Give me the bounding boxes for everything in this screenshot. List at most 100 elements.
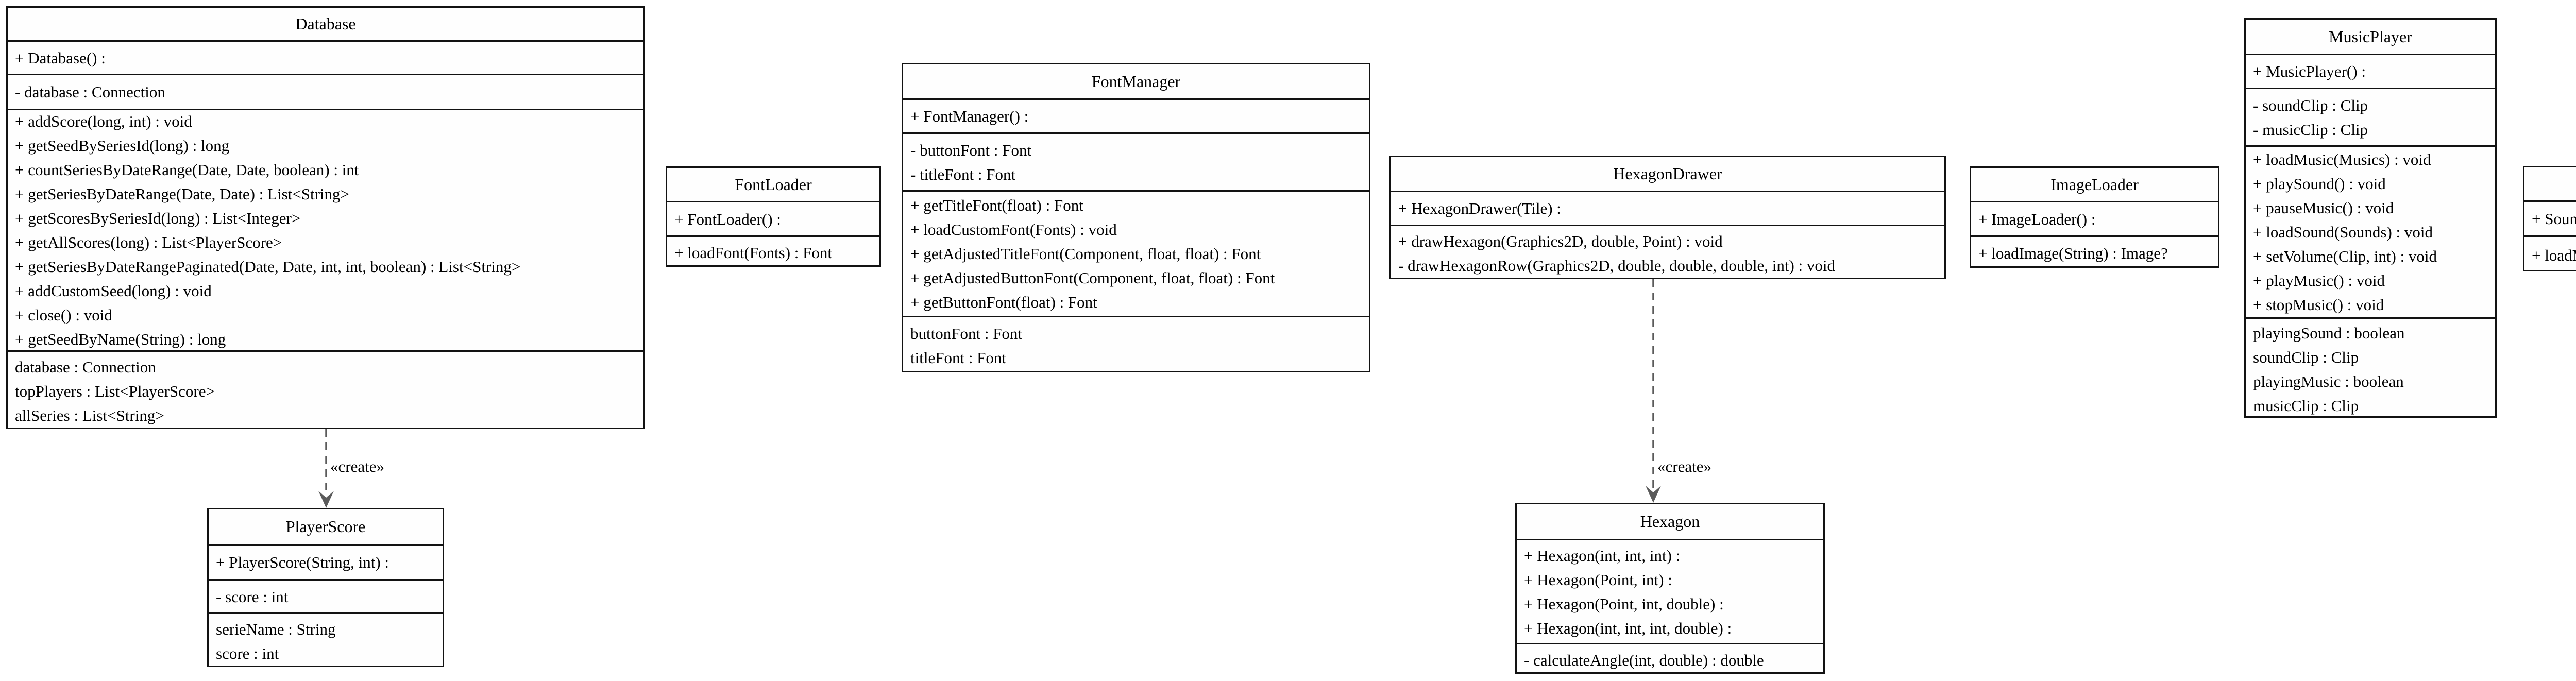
class-member: + addCustomSeed(long) : void bbox=[15, 282, 212, 300]
class-member: - database : Connection bbox=[15, 83, 165, 101]
class-member: allSeries : List<String> bbox=[15, 406, 164, 424]
class-member: + getSeedBySeriesId(long) : long bbox=[15, 137, 230, 155]
class-name: HexagonDrawer bbox=[1613, 164, 1722, 183]
class-compartment: database : Connection topPlayers : List<P… bbox=[8, 350, 643, 431]
class-member: + setVolume(Clip, int) : void bbox=[2253, 247, 2437, 265]
class-box-fontmanager: FontManager + FontManager() : - buttonFont… bbox=[902, 63, 1370, 372]
class-member: + addScore(long, int) : void bbox=[15, 112, 192, 130]
class-member: + getSeriesByDateRangePaginated(Date, Da… bbox=[15, 258, 521, 276]
class-member: - buttonFont : Font bbox=[910, 141, 1032, 159]
class-member: + playMusic() : void bbox=[2253, 271, 2385, 290]
class-member: + loadFont(Fonts) : Font bbox=[674, 244, 832, 262]
class-member: + getSeedByName(String) : long bbox=[15, 330, 226, 348]
class-compartment: + Database() : bbox=[8, 40, 643, 74]
class-name: ImageLoader bbox=[2050, 175, 2139, 194]
class-member: playingSound : boolean bbox=[2253, 324, 2405, 342]
class-member: + FontManager() : bbox=[910, 107, 1029, 125]
class-compartment: + loadImage(String) : Image? bbox=[1971, 235, 2218, 269]
class-compartment: playingSound : boolean soundClip : Clip pl… bbox=[2246, 317, 2495, 419]
class-box-playerscore: PlayerScore + PlayerScore(String, int) : -… bbox=[207, 508, 444, 667]
class-compartment: buttonFont : Font titleFont : Font bbox=[903, 316, 1369, 374]
class-compartment: - calculateAngle(int, double) : double bbox=[1517, 643, 1823, 675]
class-compartment: + Hexagon(int, int, int) : + Hexagon(Poin… bbox=[1517, 539, 1823, 643]
class-compartment: - database : Connection bbox=[8, 74, 643, 109]
class-compartment: + getTitleFont(float) : Font + loadCustom… bbox=[903, 190, 1369, 316]
class-member: + loadMusic(String) : Clip? bbox=[2532, 246, 2576, 264]
class-box-hexagondrawer: HexagonDrawer + HexagonDrawer(Tile) : + dr… bbox=[1389, 156, 1946, 279]
class-member: + Hexagon(Point, int) : bbox=[1524, 570, 1672, 589]
class-member: + loadImage(String) : Image? bbox=[1978, 244, 2168, 262]
class-member: - soundClip : Clip bbox=[2253, 96, 2368, 114]
class-member: + drawHexagon(Graphics2D, double, Point)… bbox=[1398, 232, 1723, 250]
class-name: MusicPlayer bbox=[2329, 27, 2412, 46]
class-member: + loadSound(Sounds) : void bbox=[2253, 223, 2433, 241]
class-name: SoundLoader bbox=[2524, 167, 2576, 200]
class-compartment: + loadFont(Fonts) : Font bbox=[667, 235, 879, 268]
class-compartment: - score : int bbox=[209, 579, 443, 612]
class-member: - score : int bbox=[216, 587, 289, 606]
class-member: score : int bbox=[216, 644, 279, 662]
class-compartment: + ImageLoader() : bbox=[1971, 201, 2218, 235]
class-name: PlayerScore bbox=[285, 517, 366, 536]
class-compartment: + HexagonDrawer(Tile) : bbox=[1391, 191, 1944, 225]
class-member: + FontLoader() : bbox=[674, 210, 781, 228]
class-compartment: - buttonFont : Font - titleFont : Font bbox=[903, 132, 1369, 190]
class-member: - titleFont : Font bbox=[910, 165, 1016, 183]
class-compartment: + loadMusic(Musics) : void + playSound() … bbox=[2246, 145, 2495, 317]
class-compartment: + MusicPlayer() : bbox=[2246, 54, 2495, 88]
class-member: + countSeriesByDateRange(Date, Date, boo… bbox=[15, 161, 359, 179]
class-box-database: Database + Database() : - database : Conne… bbox=[6, 6, 645, 429]
class-member: - calculateAngle(int, double) : double bbox=[1524, 651, 1764, 669]
class-member: - musicClip : Clip bbox=[2253, 120, 2368, 139]
class-box-imageloader: ImageLoader + ImageLoader() : + loadImage(… bbox=[1970, 166, 2219, 268]
dependency-arrowhead-icon bbox=[318, 491, 334, 508]
class-name: Database bbox=[295, 14, 356, 33]
class-member: + stopMusic() : void bbox=[2253, 296, 2384, 314]
class-compartment: + drawHexagon(Graphics2D, double, Point)… bbox=[1391, 225, 1944, 281]
class-compartment: + SoundLoader() : bbox=[2524, 200, 2576, 235]
class-member: + getSeriesByDateRange(Date, Date) : Lis… bbox=[15, 185, 350, 203]
class-member: soundClip : Clip bbox=[2253, 348, 2359, 366]
class-box-hexagon: Hexagon+ Hexagon(int, int, int) :+ Hexag… bbox=[1515, 503, 1825, 674]
class-member: + getAdjustedButtonFont(Component, float… bbox=[910, 269, 1275, 287]
class-member: + Hexagon(Point, int, double) : bbox=[1524, 594, 1724, 613]
dependency-arrowhead-icon bbox=[1646, 486, 1661, 503]
create-stereotype-label: «create» bbox=[1657, 457, 1711, 475]
class-member: + SoundLoader() : bbox=[2532, 210, 2576, 228]
class-compartment: serieName : String score : int bbox=[209, 612, 443, 669]
class-member: topPlayers : List<PlayerScore> bbox=[15, 382, 215, 400]
class-member: - drawHexagonRow(Graphics2D, double, dou… bbox=[1398, 257, 1836, 275]
class-member: + getTitleFont(float) : Font bbox=[910, 196, 1083, 214]
class-member: + Hexagon(int, int, int) : bbox=[1524, 546, 1681, 565]
class-member: + loadCustomFont(Fonts) : void bbox=[910, 220, 1117, 239]
class-member: + close() : void bbox=[15, 306, 112, 324]
class-member: + playSound() : void bbox=[2253, 175, 2386, 193]
class-box-fontloader: FontLoader+ FontLoader() :+ loadFont(Fon… bbox=[666, 166, 881, 267]
class-name: FontManager bbox=[1091, 72, 1181, 91]
class-member: playingMusic : boolean bbox=[2253, 372, 2404, 390]
class-compartment: + FontManager() : bbox=[903, 98, 1369, 132]
class-member: buttonFont : Font bbox=[910, 325, 1023, 343]
class-member: + HexagonDrawer(Tile) : bbox=[1398, 199, 1561, 217]
class-member: + PlayerScore(String, int) : bbox=[216, 553, 389, 571]
class-box-soundloader: SoundLoader + SoundLoader() : + loadMusic(… bbox=[2523, 166, 2576, 271]
class-member: + getButtonFont(float) : Font bbox=[910, 293, 1097, 311]
class-member: + getScoresBySeriesId(long) : List<Integ… bbox=[15, 209, 301, 227]
class-compartment: + addScore(long, int) : void + getSeedByS… bbox=[8, 109, 643, 350]
create-stereotype-label: «create» bbox=[330, 457, 384, 475]
class-member: + Hexagon(int, int, int, double) : bbox=[1524, 619, 1732, 637]
class-member: + ImageLoader() : bbox=[1978, 210, 2096, 228]
class-name: Hexagon bbox=[1640, 512, 1700, 531]
class-member: + Database() : bbox=[15, 48, 106, 67]
class-compartment: - soundClip : Clip - musicClip : Clip bbox=[2246, 88, 2495, 145]
class-member: + getAllScores(long) : List<PlayerScore> bbox=[15, 233, 282, 251]
class-member: database : Connection bbox=[15, 358, 156, 376]
class-compartment: + FontLoader() : bbox=[667, 201, 879, 235]
class-member: serieName : String bbox=[216, 620, 336, 638]
class-box-musicplayer: MusicPlayer + MusicPlayer() : - soundClip … bbox=[2244, 18, 2497, 418]
class-member: + loadMusic(Musics) : void bbox=[2253, 150, 2431, 168]
class-member: titleFont : Font bbox=[910, 349, 1007, 367]
class-member: musicClip : Clip bbox=[2253, 396, 2359, 415]
class-member: + MusicPlayer() : bbox=[2253, 62, 2366, 80]
